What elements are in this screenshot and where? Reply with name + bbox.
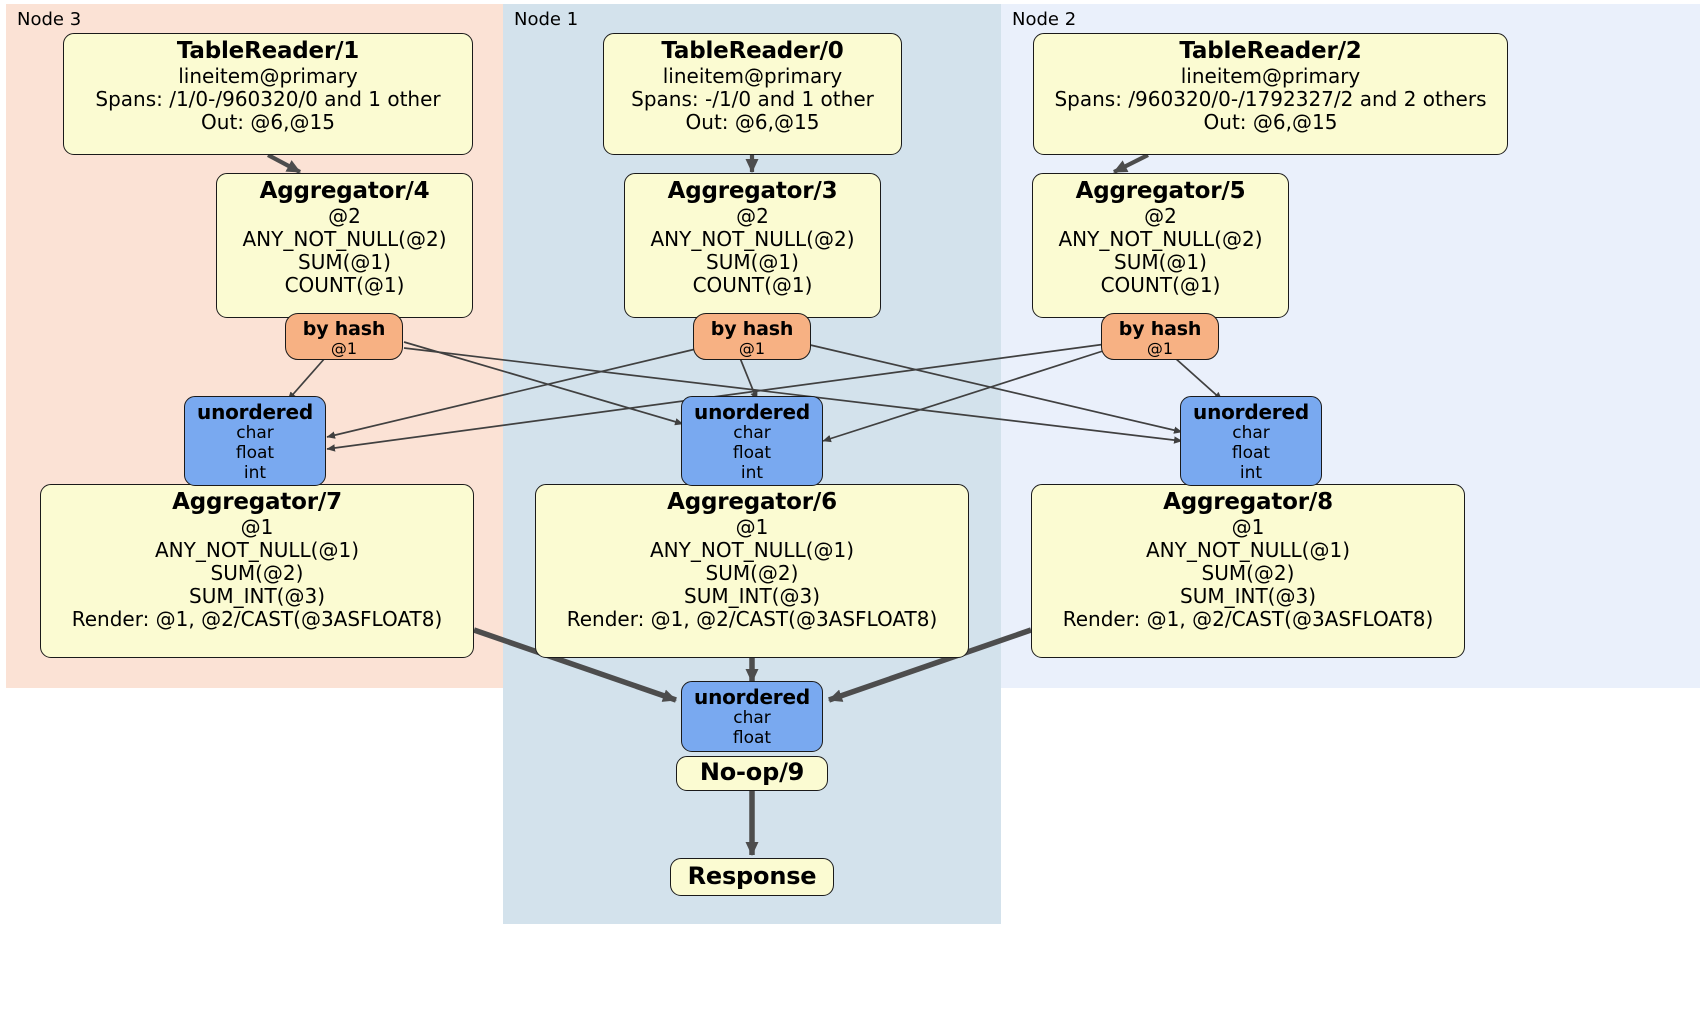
processor-response[interactable]: Response [670, 858, 834, 896]
synchronizer-type-1: char [1232, 423, 1270, 444]
processor-tablereader-0[interactable]: TableReader/0 lineitem@primary Spans: -/… [603, 33, 902, 155]
processor-detail-agg1: ANY_NOT_NULL(@2) [242, 226, 447, 251]
processor-detail-groupcol: @1 [735, 514, 769, 539]
processor-detail-out: Out: @6,@15 [685, 110, 820, 135]
synchronizer-title: unordered [694, 685, 810, 709]
processor-title: TableReader/0 [661, 38, 844, 64]
router-detail-column: @1 [1146, 339, 1174, 359]
processor-detail-agg2: SUM(@1) [706, 250, 799, 275]
router-title: by hash [710, 318, 794, 340]
synchronizer-type-3: int [740, 462, 764, 483]
synchronizer-title: unordered [197, 400, 313, 424]
processor-detail-table: lineitem@primary [1180, 63, 1361, 88]
node-panel-label-node1: Node 1 [514, 9, 579, 30]
synchronizer-unordered-node3[interactable]: unordered char float int [184, 396, 326, 486]
processor-aggregator-3[interactable]: Aggregator/3 @2 ANY_NOT_NULL(@2) SUM(@1)… [624, 173, 881, 318]
processor-detail-render: Render: @1, @2/CAST(@3ASFLOAT8) [1062, 607, 1434, 632]
processor-aggregator-5[interactable]: Aggregator/5 @2 ANY_NOT_NULL(@2) SUM(@1)… [1032, 173, 1289, 318]
processor-detail-agg3: COUNT(@1) [692, 273, 813, 298]
processor-detail-groupcol: @2 [736, 203, 769, 228]
processor-detail-groupcol: @2 [1144, 203, 1177, 228]
processor-detail-groupcol: @1 [240, 514, 274, 539]
processor-detail-agg1: ANY_NOT_NULL(@1) [155, 537, 359, 562]
router-by-hash-node1[interactable]: by hash @1 [693, 313, 811, 360]
processor-detail-render: Render: @1, @2/CAST(@3ASFLOAT8) [566, 607, 938, 632]
synchronizer-title: unordered [694, 400, 810, 424]
processor-detail-render: Render: @1, @2/CAST(@3ASFLOAT8) [71, 607, 443, 632]
processor-aggregator-6[interactable]: Aggregator/6 @1 ANY_NOT_NULL(@1) SUM(@2)… [535, 484, 969, 658]
router-detail-column: @1 [738, 339, 766, 359]
synchronizer-type-2: float [732, 442, 772, 463]
processor-detail-agg1: ANY_NOT_NULL(@1) [650, 537, 854, 562]
processor-tablereader-1[interactable]: TableReader/1 lineitem@primary Spans: /1… [63, 33, 473, 155]
processor-detail-agg2: SUM(@2) [1201, 561, 1295, 586]
synchronizer-type-2: float [235, 442, 275, 463]
node-panel-label-node2: Node 2 [1012, 9, 1077, 30]
processor-title: Aggregator/6 [667, 489, 837, 515]
processor-aggregator-7[interactable]: Aggregator/7 @1 ANY_NOT_NULL(@1) SUM(@2)… [40, 484, 474, 658]
router-title: by hash [1118, 318, 1202, 340]
processor-tablereader-2[interactable]: TableReader/2 lineitem@primary Spans: /9… [1033, 33, 1508, 155]
router-title: by hash [302, 318, 386, 340]
processor-detail-agg2: SUM(@2) [705, 561, 799, 586]
processor-detail-agg1: ANY_NOT_NULL(@2) [1058, 226, 1263, 251]
processor-title: Aggregator/3 [667, 178, 838, 204]
processor-title: Aggregator/4 [259, 178, 430, 204]
router-by-hash-node2[interactable]: by hash @1 [1101, 313, 1219, 360]
processor-detail-table: lineitem@primary [662, 63, 843, 88]
synchronizer-unordered-node2[interactable]: unordered char float int [1180, 396, 1322, 486]
processor-detail-agg2: SUM(@1) [298, 250, 391, 275]
synchronizer-title: unordered [1193, 400, 1309, 424]
processor-title: Response [687, 861, 817, 890]
processor-title: No-op/9 [699, 758, 805, 787]
synchronizer-unordered-node1[interactable]: unordered char float int [681, 396, 823, 486]
processor-detail-agg3: SUM_INT(@3) [684, 584, 820, 609]
processor-title: Aggregator/7 [172, 489, 342, 515]
processor-detail-agg2: SUM(@1) [1114, 250, 1207, 275]
processor-detail-spans: Spans: -/1/0 and 1 other [631, 86, 874, 111]
processor-detail-table: lineitem@primary [178, 63, 358, 88]
synchronizer-type-1: char [733, 708, 771, 729]
processor-title: TableReader/2 [1179, 38, 1362, 64]
router-detail-column: @1 [330, 339, 358, 359]
synchronizer-type-1: char [236, 423, 274, 444]
processor-detail-agg3: COUNT(@1) [284, 273, 405, 298]
processor-detail-agg3: SUM_INT(@3) [189, 584, 325, 609]
processor-detail-agg2: SUM(@2) [210, 561, 304, 586]
processor-aggregator-8[interactable]: Aggregator/8 @1 ANY_NOT_NULL(@1) SUM(@2)… [1031, 484, 1465, 658]
processor-detail-spans: Spans: /960320/0-/1792327/2 and 2 others [1054, 86, 1487, 111]
synchronizer-type-3: int [243, 462, 267, 483]
processor-detail-out: Out: @6,@15 [1203, 110, 1338, 135]
processor-detail-out: Out: @6,@15 [201, 110, 335, 135]
processor-detail-spans: Spans: /1/0-/960320/0 and 1 other [95, 86, 441, 111]
synchronizer-type-3: int [1239, 462, 1263, 483]
processor-detail-agg3: COUNT(@1) [1100, 273, 1221, 298]
node-panel-label-node3: Node 3 [17, 9, 82, 30]
processor-aggregator-4[interactable]: Aggregator/4 @2 ANY_NOT_NULL(@2) SUM(@1)… [216, 173, 473, 318]
processor-detail-groupcol: @1 [1231, 514, 1265, 539]
synchronizer-unordered-final[interactable]: unordered char float [681, 681, 823, 752]
processor-title: Aggregator/5 [1075, 178, 1246, 204]
processor-noop-9[interactable]: No-op/9 [676, 756, 828, 791]
processor-title: Aggregator/8 [1163, 489, 1333, 515]
processor-title: TableReader/1 [176, 38, 360, 64]
router-by-hash-node3[interactable]: by hash @1 [285, 313, 403, 360]
synchronizer-type-2: float [1231, 442, 1271, 463]
processor-detail-agg1: ANY_NOT_NULL(@1) [1146, 537, 1350, 562]
processor-detail-agg1: ANY_NOT_NULL(@2) [650, 226, 855, 251]
synchronizer-type-2: float [732, 727, 772, 748]
synchronizer-type-1: char [733, 423, 771, 444]
processor-detail-groupcol: @2 [328, 203, 361, 228]
processor-detail-agg3: SUM_INT(@3) [1180, 584, 1316, 609]
